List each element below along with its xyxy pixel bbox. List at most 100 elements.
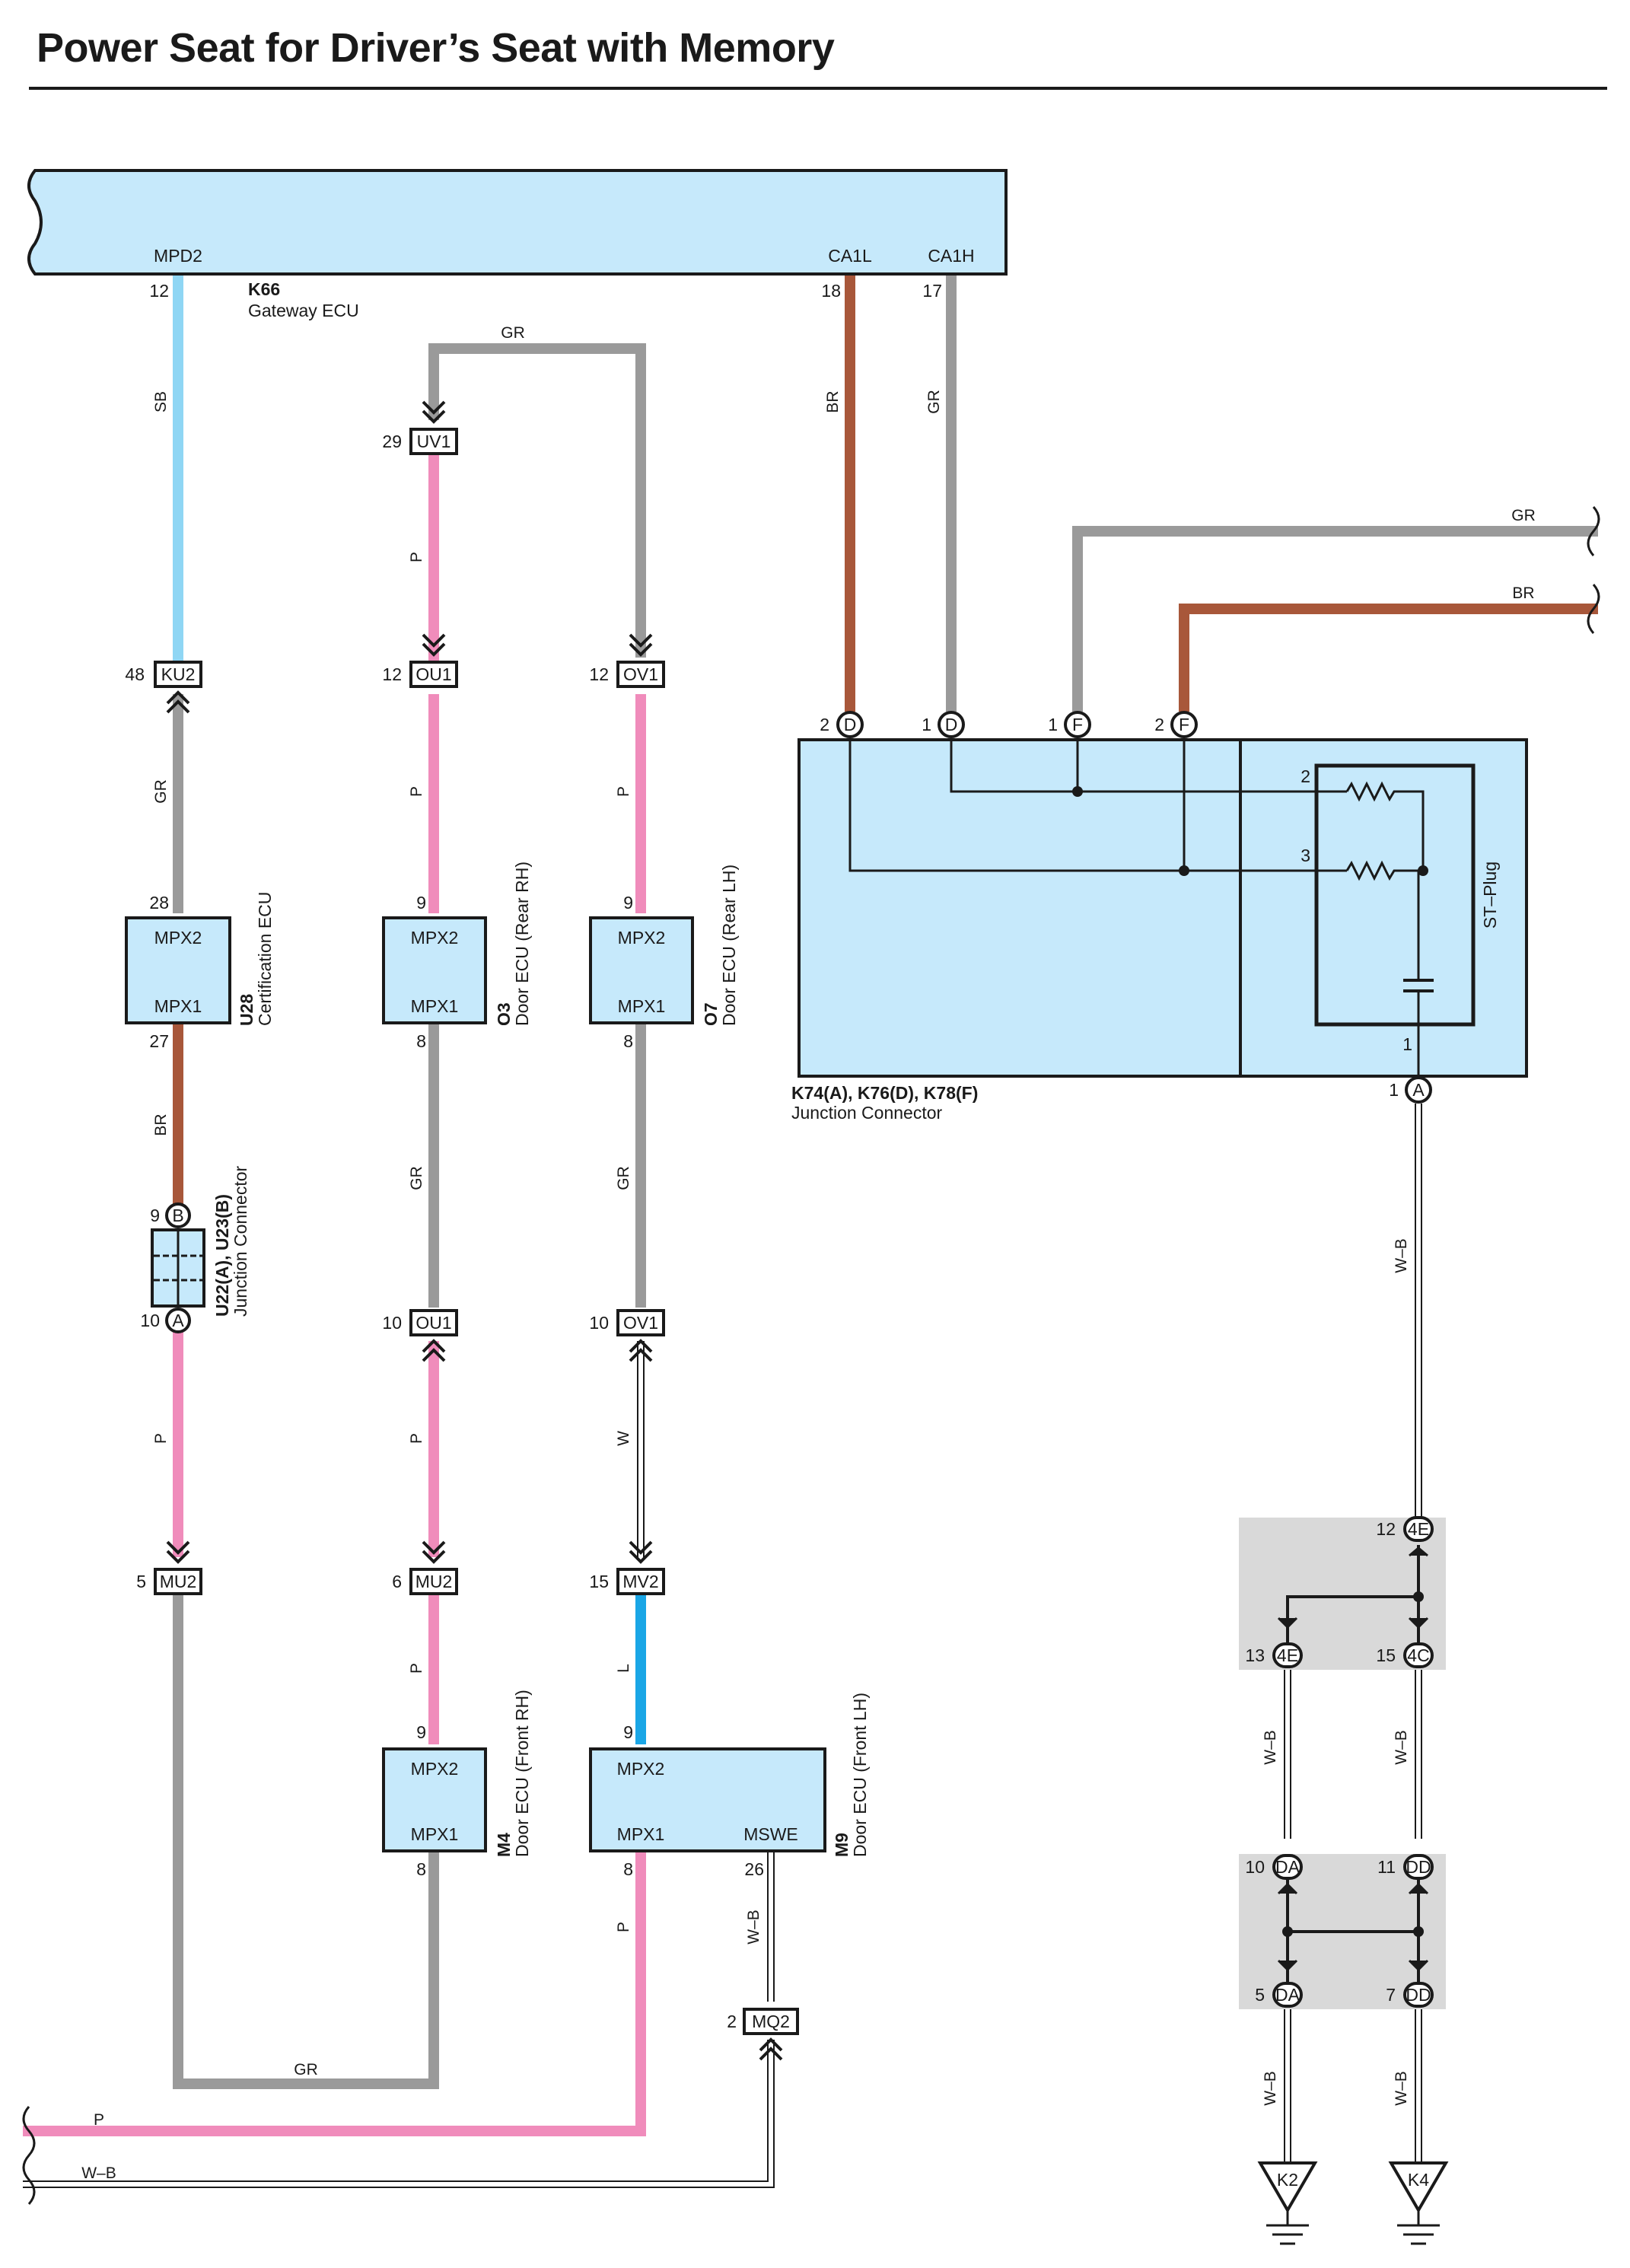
svg-text:Door ECU (Front RH): Door ECU (Front RH) (512, 1690, 532, 1857)
svg-text:Door ECU (Rear RH): Door ECU (Rear RH) (512, 862, 532, 1026)
ground-k4: K4 (1388, 2161, 1449, 2245)
svg-text:5: 5 (1255, 1985, 1265, 2005)
wires (23, 276, 1598, 2188)
svg-text:10: 10 (382, 1313, 402, 1333)
wire-wb-k74 (1284, 1104, 1422, 2161)
k66-pin-ca1l: CA1L (828, 246, 872, 266)
svg-text:8: 8 (416, 1859, 426, 1879)
svg-text:12: 12 (1376, 1519, 1396, 1539)
wire-label-p-8: P (94, 2111, 104, 2129)
svg-text:9: 9 (416, 1722, 426, 1742)
svg-text:28: 28 (149, 893, 169, 913)
wire-label-l: L (615, 1664, 632, 1673)
svg-text:MU2: MU2 (160, 1572, 197, 1591)
svg-text:12: 12 (382, 664, 402, 684)
svg-text:OV1: OV1 (623, 1313, 658, 1333)
svg-text:MPX1: MPX1 (411, 996, 459, 1016)
svg-text:MPX2: MPX2 (154, 928, 202, 948)
k66-pin-ca1h: CA1H (928, 246, 974, 266)
ecu-o3: 9 MPX2 MPX1 8 O3 Door ECU (Rear RH) (382, 862, 532, 1051)
svg-text:MV2: MV2 (622, 1572, 658, 1591)
wire-label-gr-2: GR (408, 1166, 425, 1190)
svg-text:8: 8 (416, 1031, 426, 1051)
k66-pin-17: 17 (922, 281, 942, 301)
svg-text:9: 9 (623, 893, 633, 913)
connector-ov1-bottom: OV1 10 (589, 1309, 665, 1362)
wire-label-br-2: BR (824, 390, 842, 413)
wire-label-gr-1: GR (152, 779, 170, 804)
svg-text:8: 8 (623, 1859, 633, 1879)
wire-label-wb-7: W–B (1393, 2071, 1410, 2106)
svg-text:DD: DD (1406, 1857, 1431, 1877)
svg-text:MPX2: MPX2 (411, 1759, 459, 1779)
st-plug-label: ST–Plug (1480, 862, 1500, 929)
svg-text:Junction Connector: Junction Connector (791, 1103, 943, 1123)
svg-text:48: 48 (125, 664, 145, 684)
wire-label-sb: SB (152, 391, 170, 413)
junction-k74-k76-k78: ST–Plug 2 3 1 D 2 D 1 (791, 711, 1528, 1123)
svg-text:10: 10 (140, 1311, 160, 1330)
connector-ku2: KU2 48 (125, 661, 202, 714)
wire-label-p-7: P (615, 1922, 632, 1932)
svg-text:MPX1: MPX1 (411, 1824, 459, 1844)
k66-gateway-ecu: MPD2 CA1L CA1H 12 18 17 K66 Gateway ECU (27, 169, 1008, 320)
svg-text:MSWE: MSWE (743, 1824, 798, 1844)
wire-label-gr-top: GR (501, 324, 525, 342)
wire-label-gr-4: GR (294, 2061, 318, 2078)
svg-text:6: 6 (392, 1572, 402, 1591)
wire-wb-m9 (23, 1849, 775, 2188)
wire-label-p-5: P (408, 1663, 425, 1674)
ecu-m4: 9 MPX2 MPX1 8 M4 Door ECU (Front RH) (382, 1690, 532, 1879)
svg-text:O3: O3 (494, 1002, 514, 1026)
wire-label-wb-2: W–B (81, 2164, 116, 2182)
svg-text:27: 27 (149, 1031, 169, 1051)
wire-label-p-1: P (152, 1433, 170, 1444)
svg-text:7: 7 (1386, 1985, 1396, 2005)
svg-text:OV1: OV1 (623, 664, 658, 684)
svg-text:O7: O7 (701, 1002, 721, 1026)
svg-text:12: 12 (589, 664, 609, 684)
svg-text:MPX1: MPX1 (617, 1824, 665, 1844)
connector-mu2-right: MU2 6 (392, 1540, 458, 1595)
wire-label-p-6: P (615, 786, 632, 797)
svg-text:KU2: KU2 (161, 664, 196, 684)
k66-name: Gateway ECU (248, 301, 359, 320)
svg-text:10: 10 (1245, 1857, 1265, 1877)
svg-text:Door ECU (Rear LH): Door ECU (Rear LH) (719, 865, 739, 1026)
svg-text:2: 2 (820, 715, 829, 734)
svg-text:1: 1 (1048, 715, 1058, 734)
k66-pin-mpd2: MPD2 (154, 246, 202, 266)
wire-label-wb-5: W–B (1393, 1730, 1410, 1765)
svg-text:1: 1 (922, 715, 931, 734)
splice-area-da-dd: DA 10 DD 11 DA 5 DD 7 (1239, 1854, 1446, 2009)
svg-text:3: 3 (1300, 846, 1310, 865)
wire-p-bottom (23, 1849, 646, 2136)
svg-text:8: 8 (623, 1031, 633, 1051)
wire-label-wb-4: W–B (1262, 1730, 1279, 1765)
svg-text:11: 11 (1377, 1857, 1396, 1877)
wire-gr-bottom (173, 1591, 439, 2089)
wire-br-right (1179, 604, 1598, 712)
svg-text:A: A (172, 1311, 184, 1330)
inline-connectors: KU2 48 UV1 29 OU1 12 OV1 12 (125, 400, 799, 2061)
svg-text:DA: DA (1275, 1985, 1300, 2005)
page-title: Power Seat for Driver’s Seat with Memory (37, 25, 835, 71)
wire-label-p-2: P (408, 552, 425, 562)
svg-text:DA: DA (1275, 1857, 1300, 1877)
svg-text:9: 9 (416, 893, 426, 913)
svg-text:13: 13 (1245, 1645, 1265, 1665)
svg-text:F: F (1179, 715, 1189, 734)
wire-label-gr-6: GR (1511, 507, 1536, 524)
svg-text:1: 1 (1389, 1080, 1399, 1100)
wire-label-gr-5: GR (925, 390, 943, 414)
svg-text:4E: 4E (1408, 1519, 1429, 1539)
svg-text:15: 15 (589, 1572, 609, 1591)
svg-text:M4: M4 (494, 1833, 514, 1857)
wire-label-wb-6: W–B (1262, 2071, 1279, 2106)
ground-k2: K2 (1257, 2161, 1318, 2245)
wire-labels: SB GR BR P GR P P GR P P P GR W L P W–B … (81, 324, 1536, 2182)
svg-text:26: 26 (744, 1859, 764, 1879)
svg-text:Door ECU (Front LH): Door ECU (Front LH) (850, 1693, 870, 1857)
svg-text:Junction Connector: Junction Connector (231, 1165, 250, 1317)
